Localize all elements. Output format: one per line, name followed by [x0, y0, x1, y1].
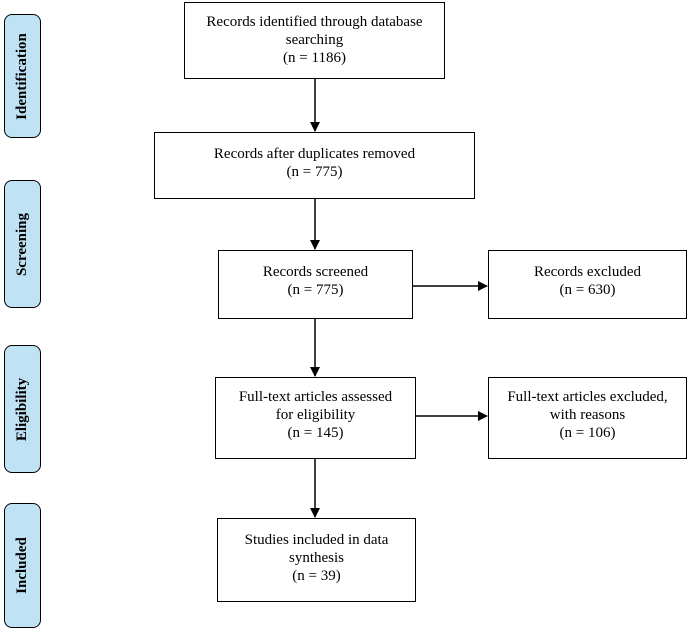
- box-studies-included-count: (n = 39): [292, 568, 341, 584]
- box-records-excluded-line1: Records excluded: [533, 264, 642, 280]
- box-fulltext-assessed-line1: Full-text articles assessed: [238, 389, 393, 405]
- box-records-identified-count: (n = 1186): [283, 50, 346, 66]
- box-records-deduplicated-count: (n = 775): [286, 164, 343, 180]
- phase-identification: Identification: [4, 14, 41, 138]
- box-records-screened: Records screened (n = 775): [218, 250, 413, 319]
- box-studies-included: Studies included in data synthesis (n = …: [217, 518, 416, 602]
- box-records-identified-line1: Records identified through database: [206, 14, 423, 30]
- box-records-deduplicated: Records after duplicates removed (n = 77…: [154, 132, 475, 199]
- box-records-screened-count: (n = 775): [287, 282, 344, 298]
- box-records-excluded-count: (n = 630): [559, 282, 616, 298]
- box-records-identified: Records identified through database sear…: [184, 2, 445, 79]
- box-fulltext-excluded-count: (n = 106): [559, 425, 616, 441]
- box-fulltext-excluded: Full-text articles excluded, with reason…: [488, 377, 687, 459]
- box-fulltext-excluded-line2: with reasons: [549, 407, 626, 423]
- box-fulltext-assessed-line2: for eligibility: [275, 407, 356, 423]
- box-fulltext-excluded-line1: Full-text articles excluded,: [507, 389, 668, 405]
- box-records-screened-line1: Records screened: [262, 264, 369, 280]
- box-fulltext-assessed-count: (n = 145): [287, 425, 344, 441]
- box-records-identified-line2: searching: [285, 32, 344, 48]
- box-fulltext-assessed: Full-text articles assessed for eligibil…: [215, 377, 416, 459]
- phase-screening: Screening: [4, 180, 41, 308]
- phase-included: Included: [4, 503, 41, 628]
- box-records-deduplicated-line1: Records after duplicates removed: [213, 146, 416, 162]
- box-studies-included-line1: Studies included in data: [244, 532, 389, 548]
- box-records-excluded: Records excluded (n = 630): [488, 250, 687, 319]
- box-studies-included-line2: synthesis: [288, 550, 344, 566]
- phase-eligibility: Eligibility: [4, 345, 41, 473]
